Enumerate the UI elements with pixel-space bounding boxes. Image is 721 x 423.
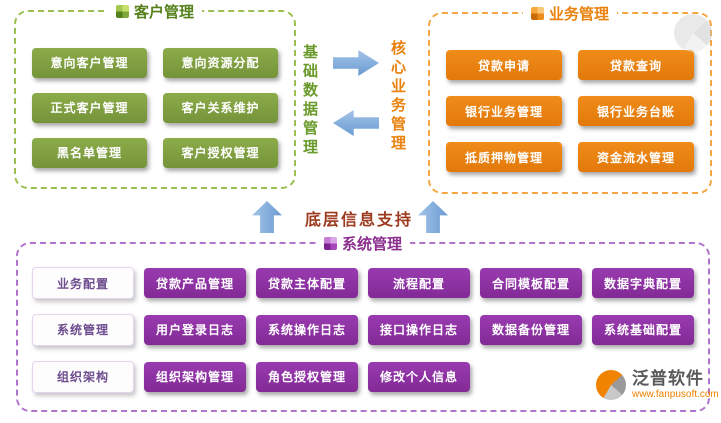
panel-title-text: 系统管理 [341, 236, 403, 253]
grid-icon [323, 237, 337, 250]
customer-node: 正式客户管理 [32, 92, 147, 123]
business-node: 抵质押物管理 [446, 142, 562, 172]
system-node: 用户登录日志 [144, 314, 246, 345]
basic-data-label: 基础数据管理 [301, 44, 318, 158]
business-node: 银行业务管理 [446, 96, 562, 126]
system-management-title: 系统管理 [315, 233, 411, 254]
business-node-grid: 贷款申请 贷款查询 银行业务管理 银行业务台账 抵质押物管理 资金流水管理 [446, 42, 694, 180]
system-node: 角色授权管理 [256, 361, 358, 392]
system-rows: 业务配置 贷款产品管理 贷款主体配置 流程配置 合同模板配置 数据字典配置 系统… [32, 260, 694, 400]
arrow-right-icon [333, 50, 379, 76]
customer-node: 意向资源分配 [163, 47, 278, 78]
category-node: 业务配置 [32, 267, 134, 300]
system-node: 修改个人信息 [368, 361, 470, 392]
vendor-name: 泛普软件 [632, 369, 704, 389]
vendor-logo: 泛普软件 www.fanpusoft.com [596, 369, 719, 400]
system-node: 合同模板配置 [480, 268, 582, 299]
watermark-logo-icon [674, 14, 712, 52]
system-node: 贷款主体配置 [256, 268, 358, 299]
system-node: 贷款产品管理 [144, 268, 246, 299]
business-management-panel: 业务管理 贷款申请 贷款查询 银行业务管理 银行业务台账 抵质押物管理 资金流水… [428, 3, 712, 194]
vendor-logo-text: 泛普软件 www.fanpusoft.com [632, 369, 719, 400]
grid-icon [530, 7, 544, 20]
core-business-label: 核心业务管理 [389, 40, 406, 154]
grid-icon [115, 5, 129, 18]
arrow-left-icon [333, 110, 379, 136]
system-node: 流程配置 [368, 268, 470, 299]
customer-node-grid: 意向客户管理 意向资源分配 正式客户管理 客户关系维护 黑名单管理 客户授权管理 [32, 40, 278, 175]
panel-title-text: 客户管理 [133, 4, 195, 21]
system-node: 系统操作日志 [256, 314, 358, 345]
system-row: 业务配置 贷款产品管理 贷款主体配置 流程配置 合同模板配置 数据字典配置 [32, 267, 694, 300]
system-row: 系统管理 用户登录日志 系统操作日志 接口操作日志 数据备份管理 系统基础配置 [32, 313, 694, 346]
customer-node: 意向客户管理 [32, 47, 147, 78]
customer-management-panel: 客户管理 意向客户管理 意向资源分配 正式客户管理 客户关系维护 黑名单管理 客… [14, 1, 296, 189]
business-node: 贷款申请 [446, 50, 562, 80]
system-row: 组织架构 组织架构管理 角色授权管理 修改个人信息 [32, 360, 694, 393]
system-node: 组织架构管理 [144, 361, 246, 392]
business-node: 贷款查询 [578, 50, 694, 80]
business-management-title: 业务管理 [522, 3, 618, 24]
arrow-up-icon [252, 201, 282, 233]
customer-node: 客户关系维护 [163, 92, 278, 123]
system-node: 接口操作日志 [368, 314, 470, 345]
vendor-url: www.fanpusoft.com [632, 388, 719, 400]
customer-management-title: 客户管理 [107, 1, 203, 22]
customer-node: 黑名单管理 [32, 137, 147, 168]
business-node: 银行业务台账 [578, 96, 694, 126]
business-node: 资金流水管理 [578, 142, 694, 172]
panel-title-text: 业务管理 [548, 6, 610, 23]
customer-node: 客户授权管理 [163, 137, 278, 168]
system-node: 系统基础配置 [592, 314, 694, 345]
support-label: 底层信息支持 [305, 212, 414, 229]
category-node: 组织架构 [32, 360, 134, 393]
system-node: 数据字典配置 [592, 268, 694, 299]
arrow-up-icon [418, 201, 448, 233]
fanpu-logo-icon [596, 370, 626, 400]
category-node: 系统管理 [32, 313, 134, 346]
system-management-panel: 系统管理 业务配置 贷款产品管理 贷款主体配置 流程配置 合同模板配置 数据字典… [16, 233, 710, 412]
system-node: 数据备份管理 [480, 314, 582, 345]
